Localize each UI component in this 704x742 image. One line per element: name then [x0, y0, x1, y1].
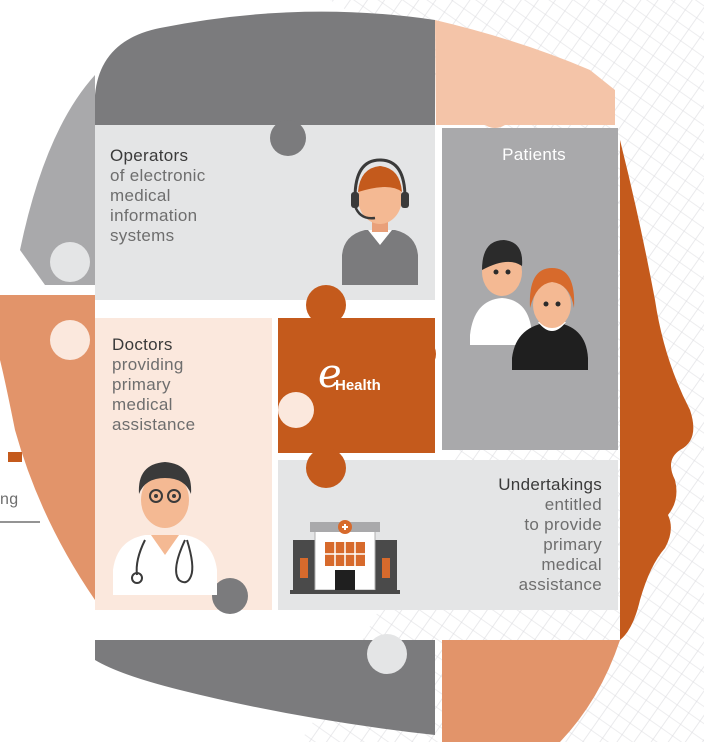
doctors-label: Doctors providing primary medical assist… [112, 335, 262, 435]
ehealth-word: Health [335, 377, 381, 394]
knob-top [270, 120, 306, 156]
undertakings-subtitle-line-4: medical [541, 555, 602, 574]
doctors-subtitle-line-4: assistance [112, 415, 196, 434]
undertakings-subtitle-line-3: primary [543, 535, 602, 554]
undertakings-title: Undertakings [498, 475, 602, 494]
operators-subtitle-line-1: of electronic [110, 166, 206, 185]
left-fragment-text: ng [0, 491, 19, 508]
operators-subtitle-line-4: systems [110, 226, 175, 245]
ehealth-label: e Health [318, 354, 408, 400]
operators-label: Operators of electronic medical informat… [110, 146, 270, 246]
patients-title: Patients [502, 145, 566, 164]
patients-label: Patients [443, 145, 625, 165]
knob-bottom-right [367, 634, 407, 674]
head-profile [620, 140, 694, 640]
ehealth-prefix: e [318, 351, 342, 397]
piece-top-dark [95, 11, 435, 125]
knob-left-top [50, 242, 90, 282]
doctor-icon [113, 462, 217, 595]
piece-bottom-salmon [442, 640, 620, 742]
knob-center-left [278, 392, 314, 428]
knob-center-bottom [306, 448, 346, 488]
left-fragment-bar [8, 452, 22, 462]
undertakings-subtitle-line-2: to provide [524, 515, 602, 534]
piece-top-peach [435, 20, 615, 125]
operators-subtitle-line-2: medical [110, 186, 171, 205]
knob-top-right [477, 92, 513, 128]
doctors-subtitle-line-2: primary [112, 375, 171, 394]
doctors-subtitle-line-3: medical [112, 395, 173, 414]
knob-center-right [400, 336, 436, 372]
knob-bottom-left [212, 578, 248, 614]
undertakings-subtitle-line-1: entitled [544, 495, 602, 514]
doctors-title: Doctors [112, 335, 173, 354]
piece-left-salmon [0, 295, 95, 600]
piece-patients [442, 128, 618, 450]
operators-title: Operators [110, 146, 189, 165]
hospital-icon [290, 520, 400, 594]
patients-icon [470, 240, 588, 370]
doctors-subtitle-line-1: providing [112, 355, 184, 374]
piece-left-gray [20, 75, 95, 285]
knob-center-top [306, 285, 346, 325]
knob-left-mid [50, 320, 90, 360]
operators-subtitle-line-3: information [110, 206, 198, 225]
piece-bottom-dark [95, 640, 435, 735]
undertakings-label: Undertakings entitled to provide primary… [440, 475, 602, 595]
undertakings-subtitle-line-5: assistance [518, 575, 602, 594]
headset-operator-icon [342, 158, 418, 285]
